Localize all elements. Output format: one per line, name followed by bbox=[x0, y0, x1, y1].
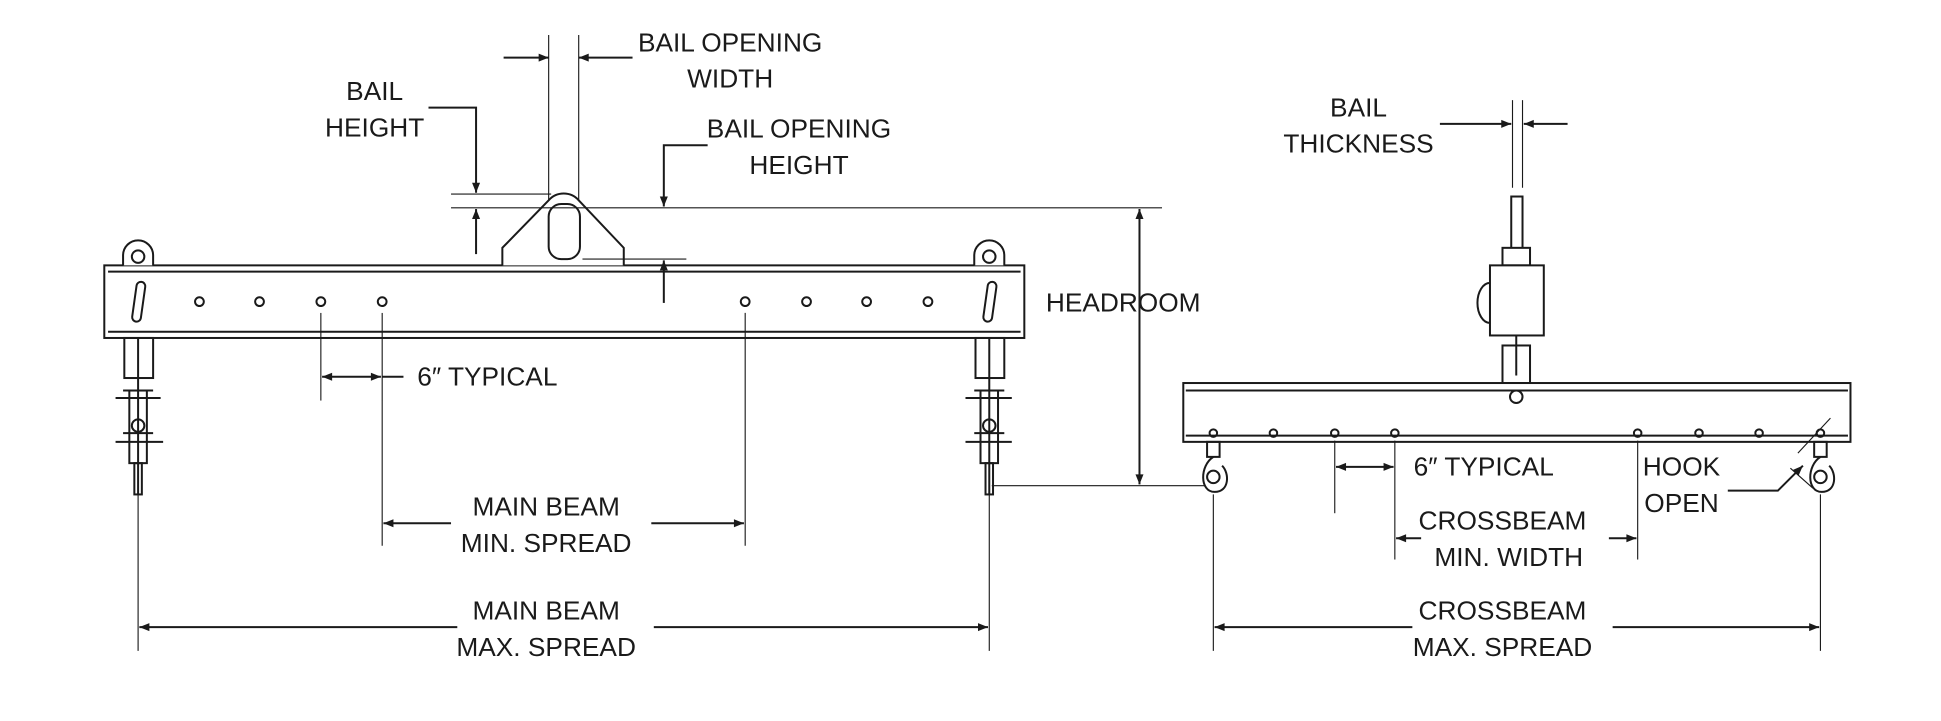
slot-right bbox=[982, 280, 998, 323]
hook-left bbox=[1202, 440, 1228, 493]
bail-thickness-label-1: BAIL bbox=[1330, 92, 1387, 122]
main-beam-min-spread-label-2: MIN. SPREAD bbox=[461, 528, 632, 558]
dim-hook-open: HOOK OPEN bbox=[1643, 417, 1831, 518]
svg-text:HOOK: HOOK bbox=[1643, 452, 1721, 482]
lifting-eye-right bbox=[973, 239, 1006, 266]
svg-text:MIN. WIDTH: MIN. WIDTH bbox=[1434, 542, 1583, 572]
hook-open-label-2: OPEN bbox=[1644, 488, 1718, 518]
hook-right bbox=[1809, 440, 1836, 493]
bail-thickness-label-2: THICKNESS bbox=[1283, 129, 1433, 159]
dim-crossbeam-max-spread: CROSSBEAM MAX. SPREAD bbox=[1212, 494, 1821, 662]
svg-text:BAIL OPENING: BAIL OPENING bbox=[638, 27, 822, 57]
svg-text:BAIL: BAIL bbox=[1330, 92, 1387, 122]
svg-text:HEIGHT: HEIGHT bbox=[749, 150, 848, 180]
dim-bail-thickness: BAIL THICKNESS bbox=[1283, 92, 1568, 159]
crossbeam-holes bbox=[1208, 428, 1826, 438]
dim-crossbeam-min-width: CROSSBEAM MIN. WIDTH bbox=[1394, 440, 1639, 572]
crossbeam-max-spread-label-2: MAX. SPREAD bbox=[1413, 632, 1593, 662]
dim-headroom: HEADROOM bbox=[451, 207, 1205, 487]
bail-opening-width-label-1: BAIL OPENING bbox=[638, 27, 822, 57]
bail-height-label-2: HEIGHT bbox=[325, 112, 424, 142]
svg-text:MAIN BEAM: MAIN BEAM bbox=[472, 596, 619, 626]
crossbeam-bail bbox=[1476, 100, 1545, 385]
dim-main-beam-max-spread: MAIN BEAM MAX. SPREAD bbox=[137, 494, 990, 662]
svg-text:6″ TYPICAL: 6″ TYPICAL bbox=[417, 362, 557, 392]
svg-text:MAIN BEAM: MAIN BEAM bbox=[472, 492, 619, 522]
crossbeam-min-width-label-1: CROSSBEAM bbox=[1419, 505, 1587, 535]
bail-opening-width-label-2: WIDTH bbox=[687, 64, 773, 94]
svg-text:OPEN: OPEN bbox=[1644, 488, 1718, 518]
main-bail bbox=[501, 192, 625, 266]
main-beam-max-spread-label-1: MAIN BEAM bbox=[472, 596, 619, 626]
svg-text:CROSSBEAM: CROSSBEAM bbox=[1419, 505, 1587, 535]
svg-text:MAX. SPREAD: MAX. SPREAD bbox=[1413, 632, 1593, 662]
main-beam-holes bbox=[194, 296, 934, 308]
hook-assembly-left bbox=[115, 336, 164, 496]
typical-right-label: 6″ TYPICAL bbox=[1414, 452, 1554, 482]
crossbeam-max-spread-label-1: CROSSBEAM bbox=[1419, 596, 1587, 626]
svg-text:HEADROOM: HEADROOM bbox=[1046, 288, 1201, 318]
svg-text:CROSSBEAM: CROSSBEAM bbox=[1419, 596, 1587, 626]
bail-opening-height-label-2: HEIGHT bbox=[749, 150, 848, 180]
svg-text:THICKNESS: THICKNESS bbox=[1283, 129, 1433, 159]
bail-height-label-1: BAIL bbox=[346, 76, 403, 106]
crossbeam bbox=[1182, 382, 1852, 443]
dim-main-beam-min-spread: MAIN BEAM MIN. SPREAD bbox=[381, 312, 746, 558]
dim-bail-opening-width: BAIL OPENING WIDTH bbox=[503, 27, 822, 201]
dim-typical-left: 6″ TYPICAL bbox=[320, 312, 557, 401]
svg-text:BAIL OPENING: BAIL OPENING bbox=[707, 114, 891, 144]
crossbeam-min-width-label-2: MIN. WIDTH bbox=[1434, 542, 1583, 572]
dim-typical-right: 6″ TYPICAL bbox=[1334, 440, 1554, 514]
dim-bail-opening-height: BAIL OPENING HEIGHT bbox=[582, 114, 891, 303]
main-beam bbox=[103, 239, 1026, 339]
svg-text:WIDTH: WIDTH bbox=[687, 64, 773, 94]
dim-bail-height: BAIL HEIGHT bbox=[325, 76, 552, 255]
svg-text:MAX. SPREAD: MAX. SPREAD bbox=[456, 632, 636, 662]
main-beam-min-spread-label-1: MAIN BEAM bbox=[472, 492, 619, 522]
bail-opening-height-label-1: BAIL OPENING bbox=[707, 114, 891, 144]
svg-text:6″ TYPICAL: 6″ TYPICAL bbox=[1414, 452, 1554, 482]
svg-text:MIN. SPREAD: MIN. SPREAD bbox=[461, 528, 632, 558]
headroom-label: HEADROOM bbox=[1046, 288, 1201, 318]
main-beam-max-spread-label-2: MAX. SPREAD bbox=[456, 632, 636, 662]
svg-text:BAIL: BAIL bbox=[346, 76, 403, 106]
hook-open-label-1: HOOK bbox=[1643, 452, 1721, 482]
hook-assembly-right bbox=[965, 336, 1012, 496]
slot-left bbox=[131, 280, 147, 323]
typical-left-label: 6″ TYPICAL bbox=[417, 362, 557, 392]
lifting-eye-left bbox=[122, 239, 155, 266]
svg-text:HEIGHT: HEIGHT bbox=[325, 112, 424, 142]
